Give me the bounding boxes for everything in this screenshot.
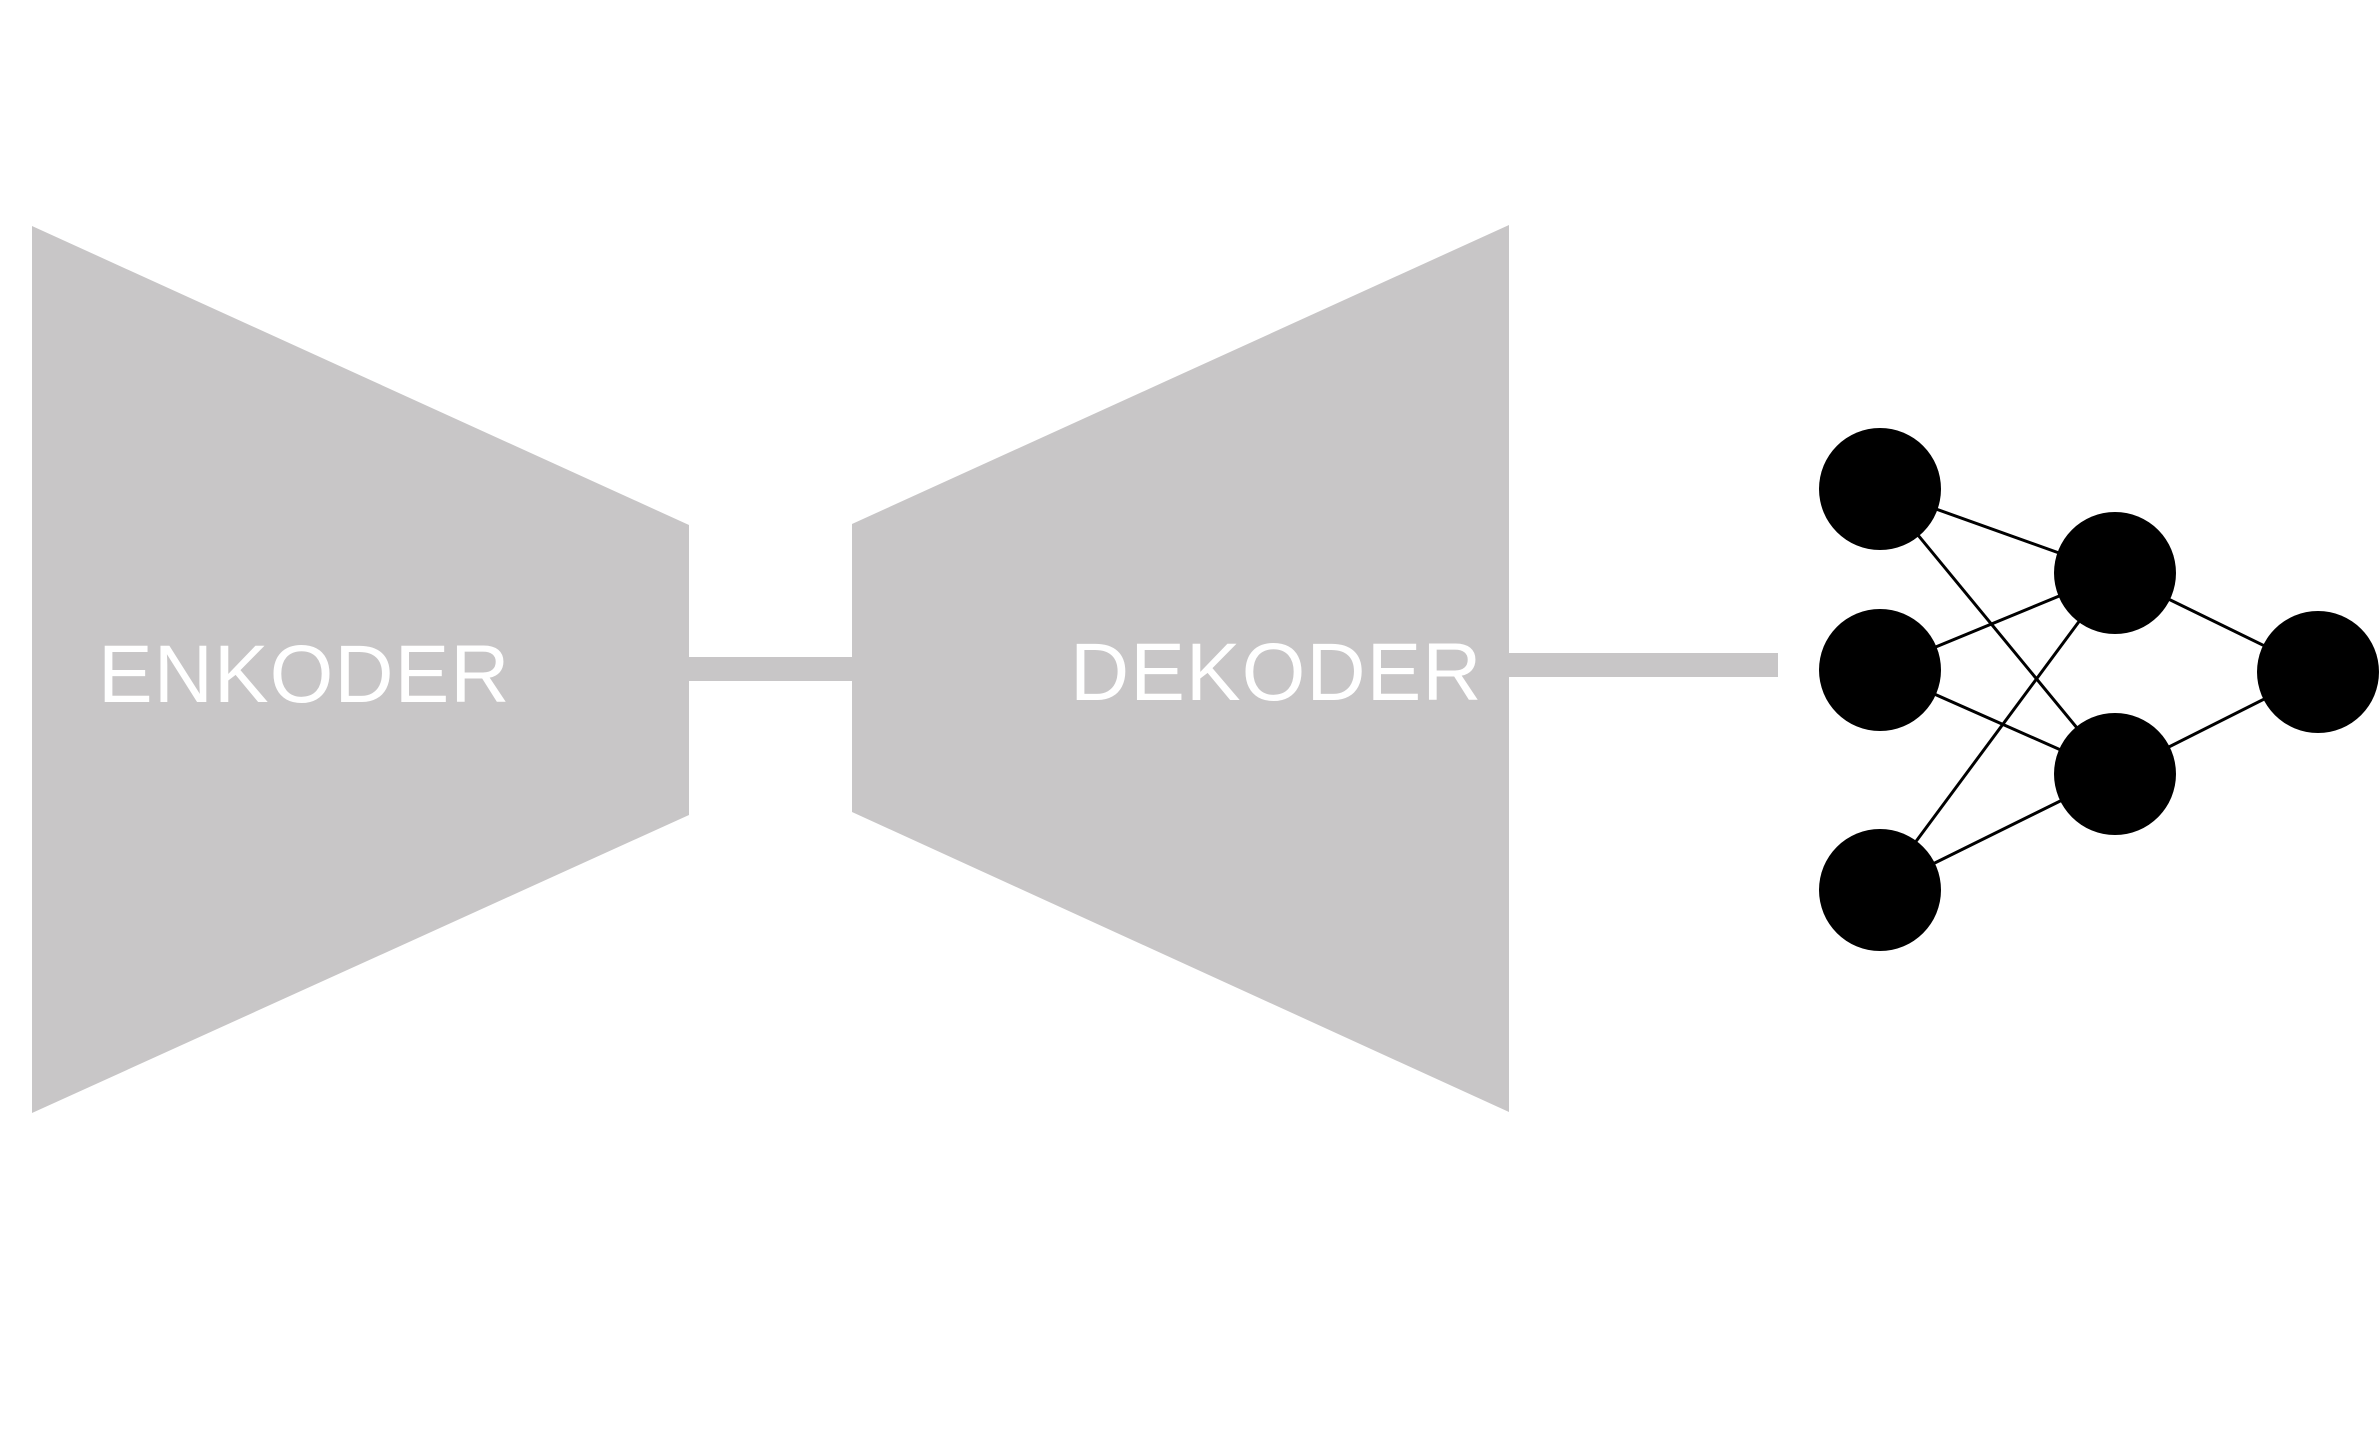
network-nodes [1819, 428, 2379, 951]
input-node-3 [1819, 829, 1941, 951]
encoder-block [32, 226, 689, 1113]
output-connector [1508, 653, 1778, 677]
hidden-node-1 [2054, 512, 2176, 634]
output-node [2257, 611, 2379, 733]
hidden-node-2 [2054, 713, 2176, 835]
input-node-2 [1819, 609, 1941, 731]
edge-i1-h2 [1878, 488, 2117, 775]
decoder-label: DEKODER [1070, 627, 1483, 718]
input-node-1 [1819, 428, 1941, 550]
bottleneck-connector [688, 657, 853, 681]
edge-i3-h1 [1878, 572, 2117, 891]
decoder-block [852, 225, 1509, 1112]
encoder-label: ENKODER [98, 629, 511, 720]
